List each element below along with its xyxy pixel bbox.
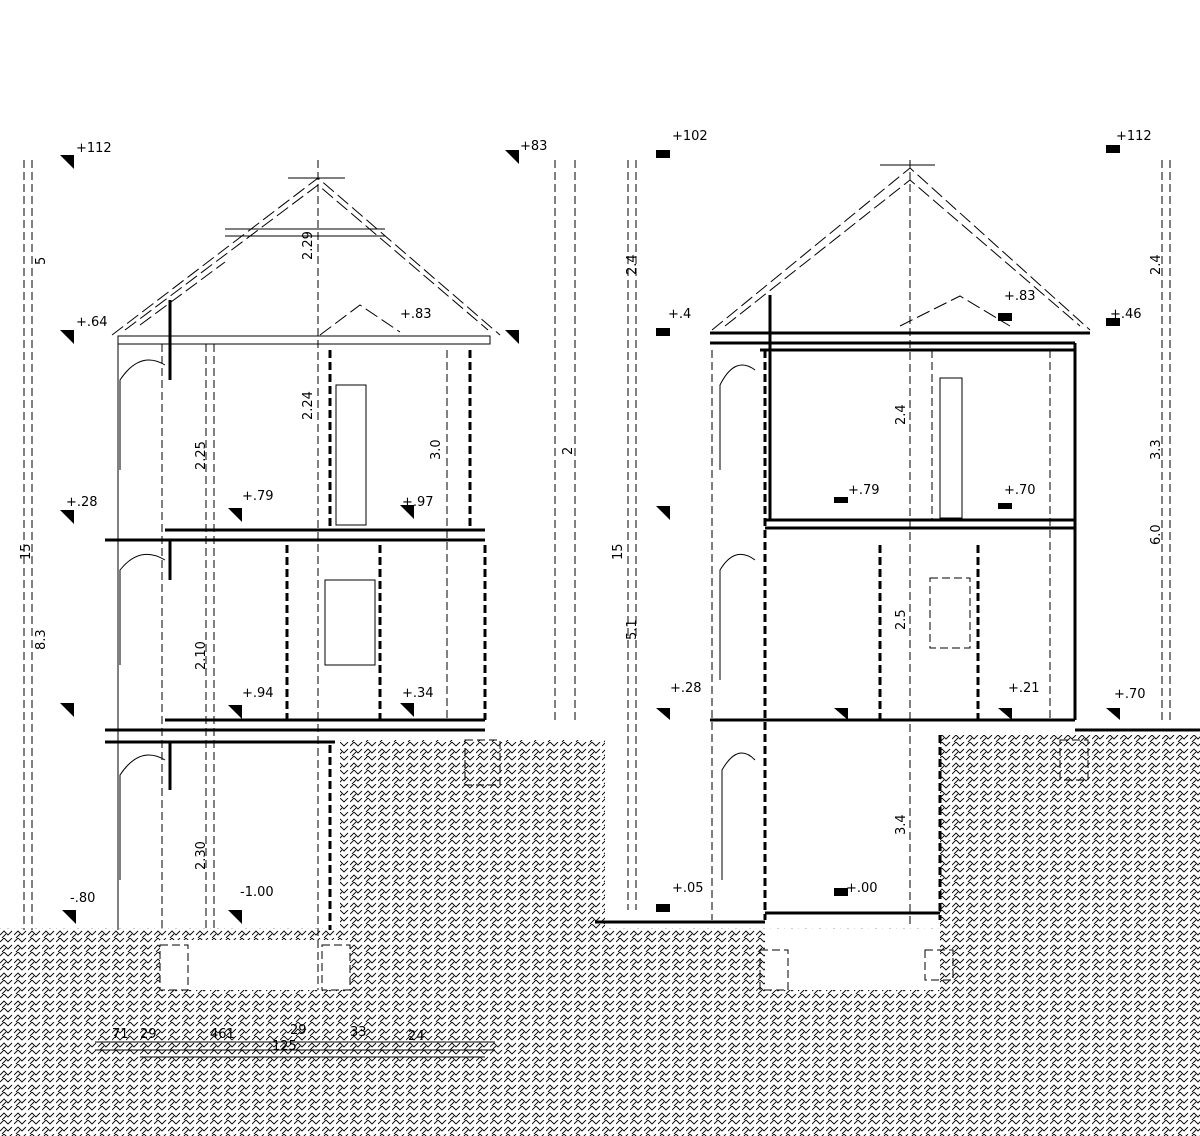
- level-label: +.97: [402, 495, 434, 510]
- dim-label: 3.3: [1149, 439, 1164, 460]
- level-label: +.05: [672, 881, 704, 896]
- dim-label: 2.4: [1149, 254, 1164, 275]
- dim-label: 29: [140, 1027, 157, 1042]
- arched-window: [119, 359, 166, 470]
- level-label: -1.00: [240, 885, 274, 900]
- level-label: +112: [1116, 129, 1152, 144]
- window: [324, 579, 376, 666]
- door: [939, 377, 963, 519]
- left-labels: +112 +83 +.83 +.64 +.79 +.97 +.28 +.94 +…: [19, 139, 576, 906]
- dim-label: 2.25: [194, 441, 209, 470]
- dim-label: 33: [350, 1025, 367, 1040]
- right-section: +112 +102 +.46 +.4 +.83 +.79 +.70 +.28 +…: [595, 129, 1200, 991]
- level-label: +112: [76, 141, 112, 156]
- level-label: +.34: [402, 686, 434, 701]
- dim-label: 15: [611, 543, 626, 560]
- level-label: +.4: [668, 307, 691, 322]
- ground-hatch: [0, 735, 1200, 1136]
- dim-label: 2: [561, 447, 576, 455]
- dim-label: 2.10: [194, 641, 209, 670]
- footing: [759, 949, 789, 991]
- dim-label: 3.4: [894, 814, 909, 835]
- arched-window: [721, 752, 756, 880]
- dim-label: 24: [408, 1029, 425, 1044]
- level-label: +.64: [76, 315, 108, 330]
- level-label: +.28: [66, 495, 98, 510]
- dim-label: 8.3: [34, 629, 49, 650]
- dim-label: 461: [210, 1027, 235, 1042]
- arched-window: [719, 553, 756, 680]
- level-label: +.79: [848, 483, 880, 498]
- dim-label: 2.29: [301, 231, 316, 260]
- right-labels: +112 +102 +.46 +.4 +.83 +.79 +.70 +.28 +…: [611, 129, 1164, 896]
- level-label: +.28: [670, 681, 702, 696]
- level-label: -.80: [70, 891, 95, 906]
- level-label: +.00: [846, 881, 878, 896]
- dim-label: 5: [34, 257, 49, 265]
- arched-window: [119, 754, 166, 880]
- footing: [924, 949, 954, 981]
- level-label: +.83: [1004, 289, 1036, 304]
- dim-label: 2.24: [301, 391, 316, 420]
- arched-window: [119, 553, 166, 665]
- footing: [1059, 739, 1089, 781]
- level-label: +.46: [1110, 307, 1142, 322]
- footing: [464, 739, 501, 786]
- level-label: +83: [520, 139, 547, 154]
- level-label: +.70: [1114, 687, 1146, 702]
- level-label: +.94: [242, 686, 274, 701]
- dim-label: 29: [290, 1023, 307, 1038]
- level-label: +.21: [1008, 681, 1040, 696]
- arched-window: [719, 364, 756, 470]
- level-label: +102: [672, 129, 708, 144]
- window: [929, 577, 971, 649]
- bottom-dimension-chain: 71 29 461 29 33 24 125: [95, 1023, 495, 1058]
- dim-label: 2.4: [625, 254, 640, 275]
- door: [335, 384, 367, 526]
- dim-label: 2.30: [194, 841, 209, 870]
- footing: [159, 944, 189, 991]
- dim-label: 6.0: [1149, 524, 1164, 545]
- right-walls: [711, 295, 1089, 991]
- left-walls: [117, 300, 501, 991]
- left-section: +112 +83 +.83 +.64 +.79 +.97 +.28 +.94 +…: [19, 139, 576, 1058]
- left-level-markers: [60, 150, 519, 924]
- dim-label: 125: [272, 1039, 297, 1054]
- dim-label: 2.4: [894, 404, 909, 425]
- level-label: +.79: [242, 489, 274, 504]
- level-label: +.70: [1004, 483, 1036, 498]
- dim-label: 2.5: [894, 609, 909, 630]
- dim-label: 15: [19, 543, 34, 560]
- left-slabs: [105, 335, 491, 744]
- dim-label: 5.1: [625, 619, 640, 640]
- dim-label: 3.0: [429, 439, 444, 460]
- level-label: +.83: [400, 307, 432, 322]
- dim-label: 71: [112, 1027, 129, 1042]
- right-level-markers: [656, 145, 1120, 912]
- footing: [321, 944, 351, 991]
- right-slabs: [595, 331, 1200, 924]
